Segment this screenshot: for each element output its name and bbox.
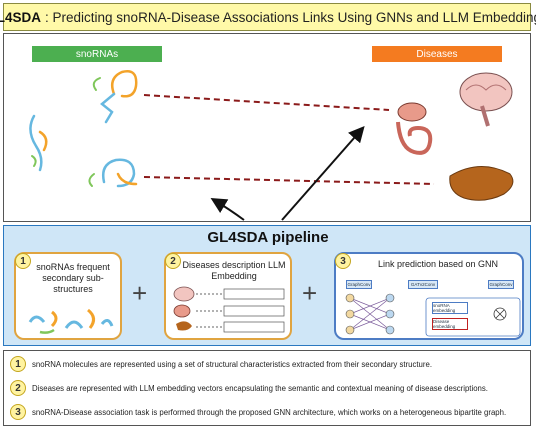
step-number-2: 2: [165, 253, 181, 269]
rna-fragments-icon: [28, 308, 114, 334]
note-text-3: snoRNA-Disease association task is perfo…: [32, 407, 507, 417]
gatv2conv-layer: GATv2Conv: [408, 280, 438, 289]
step-card-1: 1 snoRNAs frequent secondary sub-structu…: [14, 252, 122, 340]
pipeline-title: GL4SDA pipeline: [207, 229, 329, 246]
note-number-3: 3: [10, 404, 26, 420]
snorna-structure-2: [29, 114, 48, 172]
snorna-structure-1: [92, 70, 138, 124]
arrow-to-disease: [281, 125, 365, 221]
brain-icon: [459, 72, 513, 127]
note-2: 2 Diseases are represented with LLM embe…: [10, 380, 488, 396]
diseases-label: Diseases: [372, 46, 502, 62]
intestine-icon: [396, 102, 433, 155]
note-text-1: snoRNA molecules are represented using a…: [32, 359, 432, 369]
snornas-label: snoRNAs: [32, 46, 162, 62]
association-illustration: [29, 70, 514, 221]
association-panel: snoRNAs Diseases: [3, 33, 531, 222]
step-card-2: 2 Diseases description LLM Embedding: [164, 252, 292, 340]
step-number-3: 3: [335, 253, 351, 269]
plus-sign-2: +: [302, 278, 318, 308]
note-1: 1 snoRNA molecules are represented using…: [10, 356, 432, 372]
step-text-2: Diseases description LLM Embedding: [182, 260, 286, 281]
step-number-1: 1: [15, 253, 31, 269]
note-number-2: 2: [10, 380, 26, 396]
note-number-1: 1: [10, 356, 26, 372]
step-text-3: Link prediction based on GNN: [377, 259, 499, 269]
association-link-2: [143, 176, 435, 185]
embedding-illustration: [173, 286, 285, 333]
pipeline-panel: GL4SDA pipeline 1 snoRNAs frequent secon…: [3, 225, 531, 346]
liver-icon: [449, 165, 514, 201]
snorna-embedding-box: snoRNA embedding: [432, 302, 468, 314]
title-bar: GL4SDA : Predicting snoRNA-Disease Assoc…: [0, 3, 536, 31]
title-brand: GL4SDA: [0, 9, 42, 25]
title-text: : Predicting snoRNA-Disease Associations…: [45, 9, 536, 25]
step-card-3: 3 Link prediction based on GNN GraphConv…: [334, 252, 524, 340]
snorna-structure-3: [88, 158, 138, 188]
notes-panel: 1 snoRNA molecules are represented using…: [3, 350, 531, 426]
note-3: 3 snoRNA-Disease association task is per…: [10, 404, 506, 420]
disease-embedding-box: Disease embedding: [432, 318, 468, 330]
graphconv-layer-1: GraphConv: [346, 280, 372, 289]
step-text-1: snoRNAs frequent secondary sub-structure…: [36, 262, 110, 294]
graphconv-layer-2: GraphConv: [488, 280, 514, 289]
note-text-2: Diseases are represented with LLM embedd…: [32, 383, 488, 393]
gnn-graph-illustration: [345, 293, 521, 337]
arrow-to-snorna: [210, 197, 245, 221]
association-link-1: [143, 94, 390, 111]
plus-sign-1: +: [132, 278, 148, 308]
